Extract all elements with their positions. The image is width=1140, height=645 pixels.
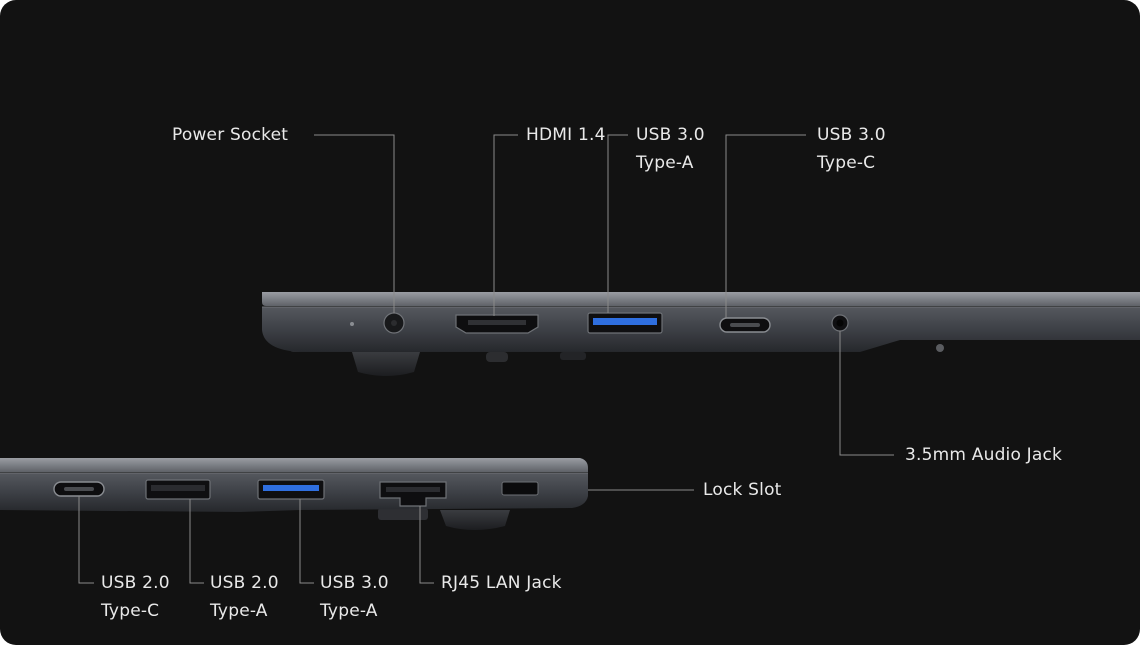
label-text: USB 3.0 (636, 125, 705, 145)
leader-usb3c-top (725, 134, 806, 318)
rubber-foot (352, 352, 420, 376)
leader-usb2c (78, 496, 94, 584)
label-text: USB 2.0 (101, 573, 170, 593)
leader-power-socket (314, 134, 395, 313)
label-text: Type-C (101, 601, 160, 621)
label-usb3-type-c-top: USB 3.0 Type-C (817, 121, 886, 177)
rubber-foot (440, 510, 510, 530)
leader-usb3a-bottom (299, 499, 314, 584)
label-text: Type-C (817, 153, 876, 173)
power-indicator-led (350, 322, 354, 326)
rubber-foot (378, 508, 428, 520)
label-text: Type-A (210, 601, 268, 621)
label-audio-jack: 3.5mm Audio Jack (905, 441, 1062, 469)
label-text: Lock Slot (703, 480, 782, 500)
laptop-lid (262, 292, 1140, 306)
laptop-lid (0, 458, 588, 472)
label-usb2-type-a: USB 2.0 Type-A (210, 569, 279, 625)
leader-audio-jack (839, 331, 894, 456)
leader-usb3a-top (607, 134, 628, 313)
label-usb2-type-c: USB 2.0 Type-C (101, 569, 170, 625)
label-text: USB 2.0 (210, 573, 279, 593)
laptop-left-side (0, 458, 588, 530)
label-text: Type-A (636, 153, 694, 173)
label-text: RJ45 LAN Jack (441, 573, 562, 593)
leader-rj45 (419, 506, 434, 584)
label-text: USB 3.0 (817, 125, 886, 145)
label-text: 3.5mm Audio Jack (905, 445, 1063, 465)
label-text: HDMI 1.4 (526, 125, 606, 145)
leader-hdmi (493, 134, 518, 316)
label-text: USB 3.0 (320, 573, 389, 593)
label-usb3-type-a-top: USB 3.0 Type-A (636, 121, 705, 177)
label-text: Type-A (320, 601, 378, 621)
label-hdmi: HDMI 1.4 (526, 121, 606, 149)
rubber-foot (486, 352, 508, 362)
screw (936, 344, 944, 352)
label-text: Power Socket (172, 125, 289, 145)
rubber-foot (560, 352, 586, 360)
label-rj45: RJ45 LAN Jack (441, 569, 562, 597)
lock-slot-port (501, 481, 539, 496)
leader-usb2a (189, 499, 204, 584)
label-usb3-type-a-bottom: USB 3.0 Type-A (320, 569, 389, 625)
label-lock-slot: Lock Slot (703, 476, 782, 504)
laptop-right-side (262, 292, 1140, 376)
label-power-socket: Power Socket (172, 121, 288, 149)
leader-lines (78, 134, 894, 584)
